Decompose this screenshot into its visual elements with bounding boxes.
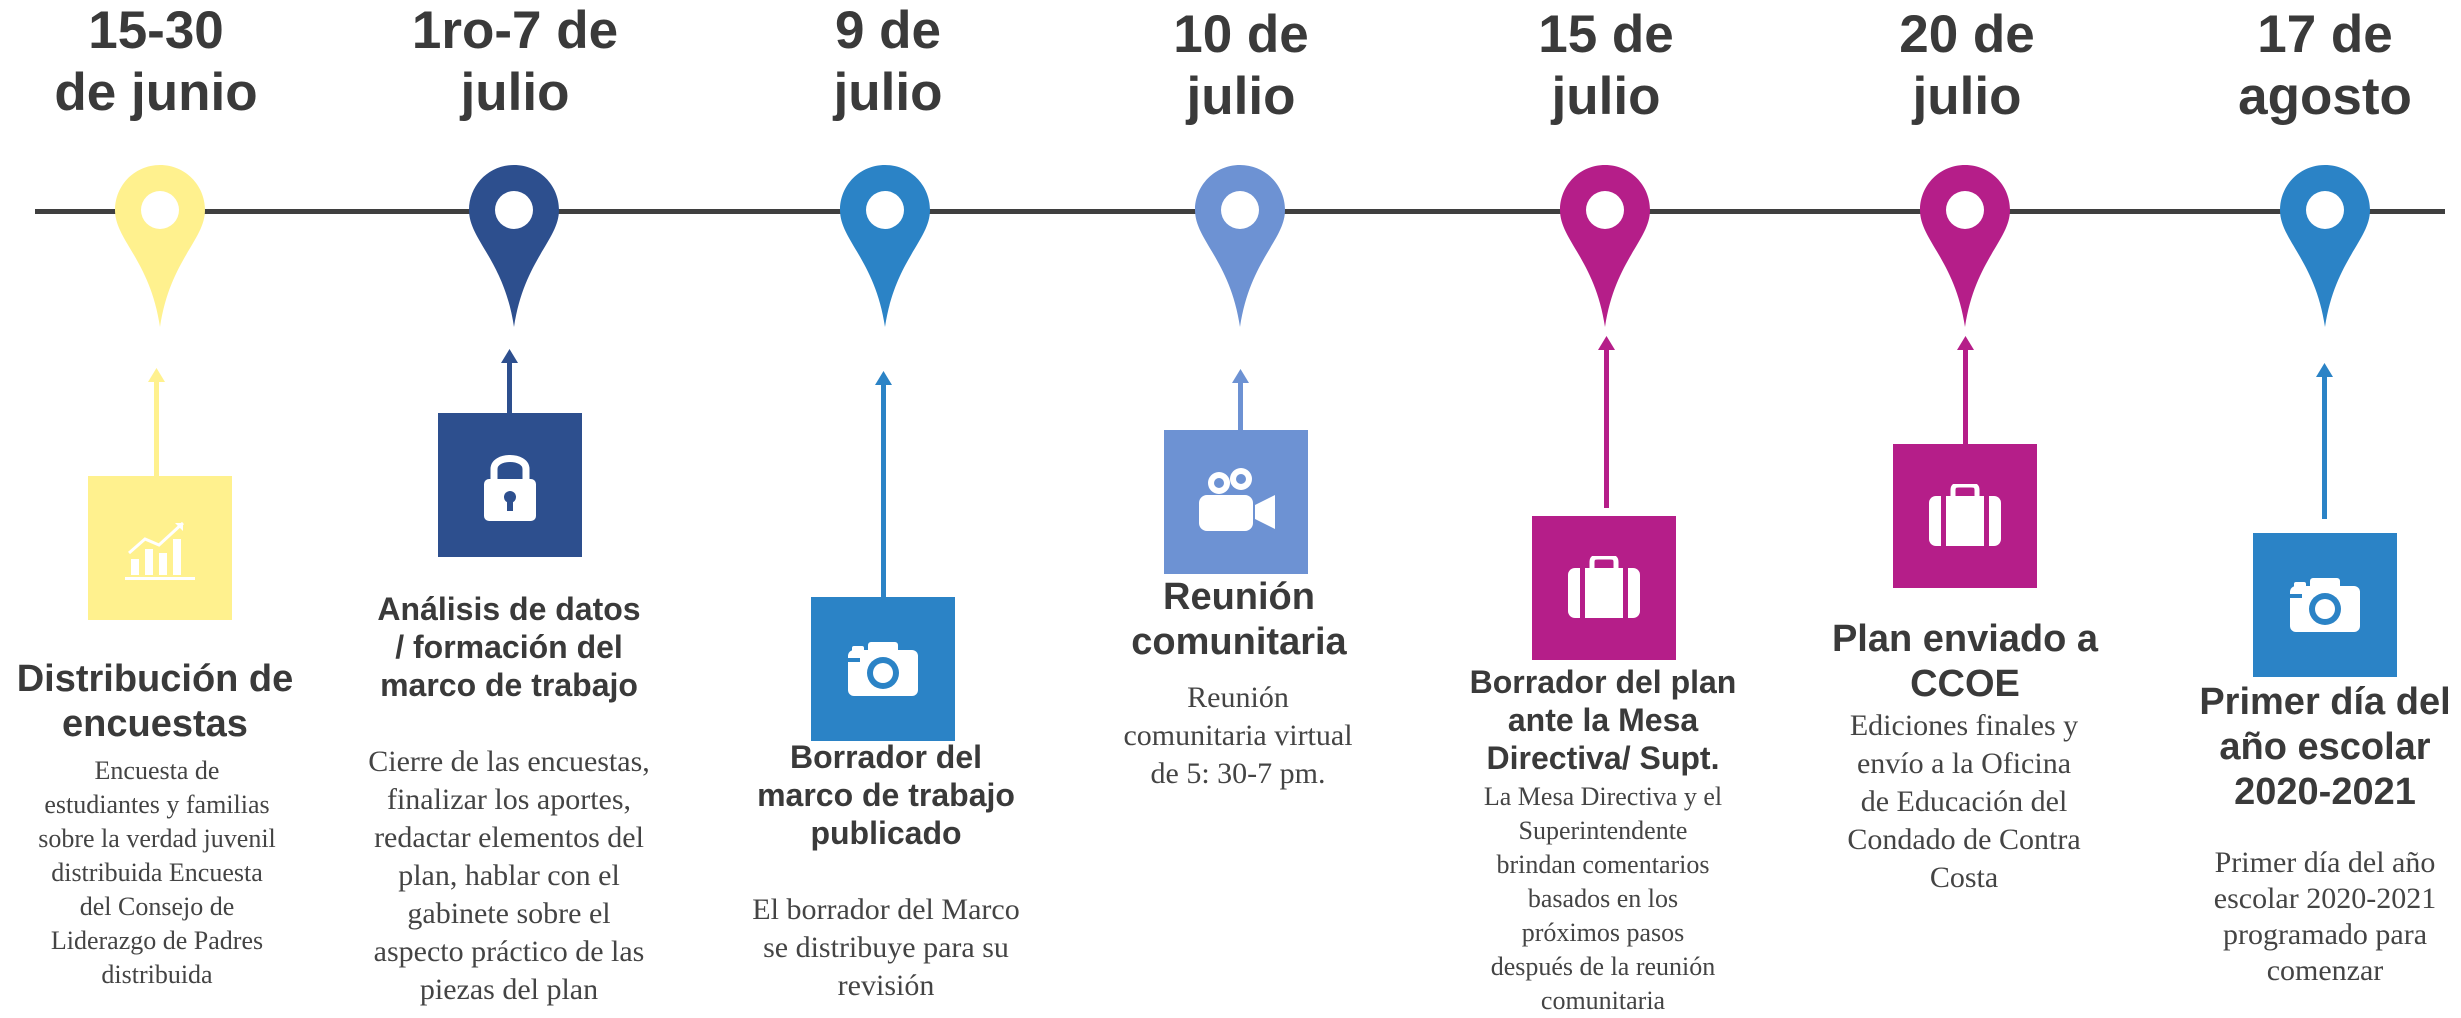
milestone-icon-box <box>1893 444 2037 588</box>
arrow-head-icon <box>2316 363 2333 377</box>
connector-line <box>881 375 886 597</box>
milestone-icon-box <box>438 413 582 557</box>
milestone-date: 10 de julio <box>1173 5 1309 126</box>
milestone-title: Plan enviado a CCOE <box>1831 618 2099 705</box>
map-pin-icon <box>469 165 559 327</box>
milestone-date: 9 de julio <box>833 1 943 122</box>
chart-icon <box>125 521 195 580</box>
milestone-title: Reunión comunitaria <box>1131 576 1347 663</box>
map-pin-icon <box>115 165 205 327</box>
milestone-icon-box <box>2253 533 2397 677</box>
arrow-head-icon <box>1957 336 1974 350</box>
milestone-description: Primer día del año escolar 2020-2021 pro… <box>2213 846 2437 987</box>
milestone-title: Borrador del plan ante la Mesa Directiva… <box>1469 664 1737 776</box>
arrow-head-icon <box>501 349 518 363</box>
milestone-date: 17 de agosto <box>2238 5 2412 126</box>
arrow-head-icon <box>875 371 892 385</box>
milestone-date: 1ro-7 de julio <box>411 1 619 122</box>
milestone-description: Cierre de las encuestas, finalizar los a… <box>368 745 650 1006</box>
milestone-icon-box <box>1532 516 1676 660</box>
milestone-date: 20 de julio <box>1899 5 2035 126</box>
milestone-icon-box <box>88 476 232 620</box>
map-pin-icon <box>2280 165 2370 327</box>
milestone-description: La Mesa Directiva y el Superintendente b… <box>1483 782 1723 1015</box>
connector-line <box>1963 340 1968 446</box>
milestone-icon-box <box>1164 430 1308 574</box>
briefcase-icon <box>1568 556 1640 618</box>
camera-icon <box>2290 578 2360 632</box>
milestone-title: Distribución de encuestas <box>16 658 294 745</box>
lock-icon <box>484 455 536 521</box>
map-pin-icon <box>1920 165 2010 327</box>
milestone-description: Ediciones finales y envío a la Oficina d… <box>1847 709 2081 894</box>
map-pin-icon <box>1560 165 1650 327</box>
connector-line <box>2322 367 2327 519</box>
milestone-description: Encuesta de estudiantes y familias sobre… <box>38 756 276 989</box>
connector-line <box>507 353 512 415</box>
milestone-date: 15 de julio <box>1538 5 1674 126</box>
arrow-head-icon <box>1598 336 1615 350</box>
briefcase-icon <box>1929 484 2001 546</box>
arrow-head-icon <box>148 368 165 382</box>
connector-line <box>1604 340 1609 508</box>
map-pin-icon <box>840 165 930 327</box>
video-camera-icon <box>1199 468 1275 531</box>
camera-icon <box>848 642 918 696</box>
arrow-head-icon <box>1232 369 1249 383</box>
milestone-description: Reunión comunitaria virtual de 5: 30-7 p… <box>1123 681 1353 790</box>
milestone-title: Análisis de datos / formación del marco … <box>377 591 641 703</box>
map-pin-icon <box>1195 165 1285 327</box>
connector-line <box>1238 373 1243 431</box>
milestone-title: Borrador del marco de trabajo publicado <box>757 739 1015 851</box>
milestone-description: El borrador del Marco se distribuye para… <box>752 893 1020 1002</box>
milestone-icon-box <box>811 597 955 741</box>
milestone-date: 15-30 de junio <box>54 1 258 122</box>
milestone-title: Primer día del año escolar 2020-2021 <box>2199 681 2451 813</box>
connector-line <box>154 372 159 477</box>
